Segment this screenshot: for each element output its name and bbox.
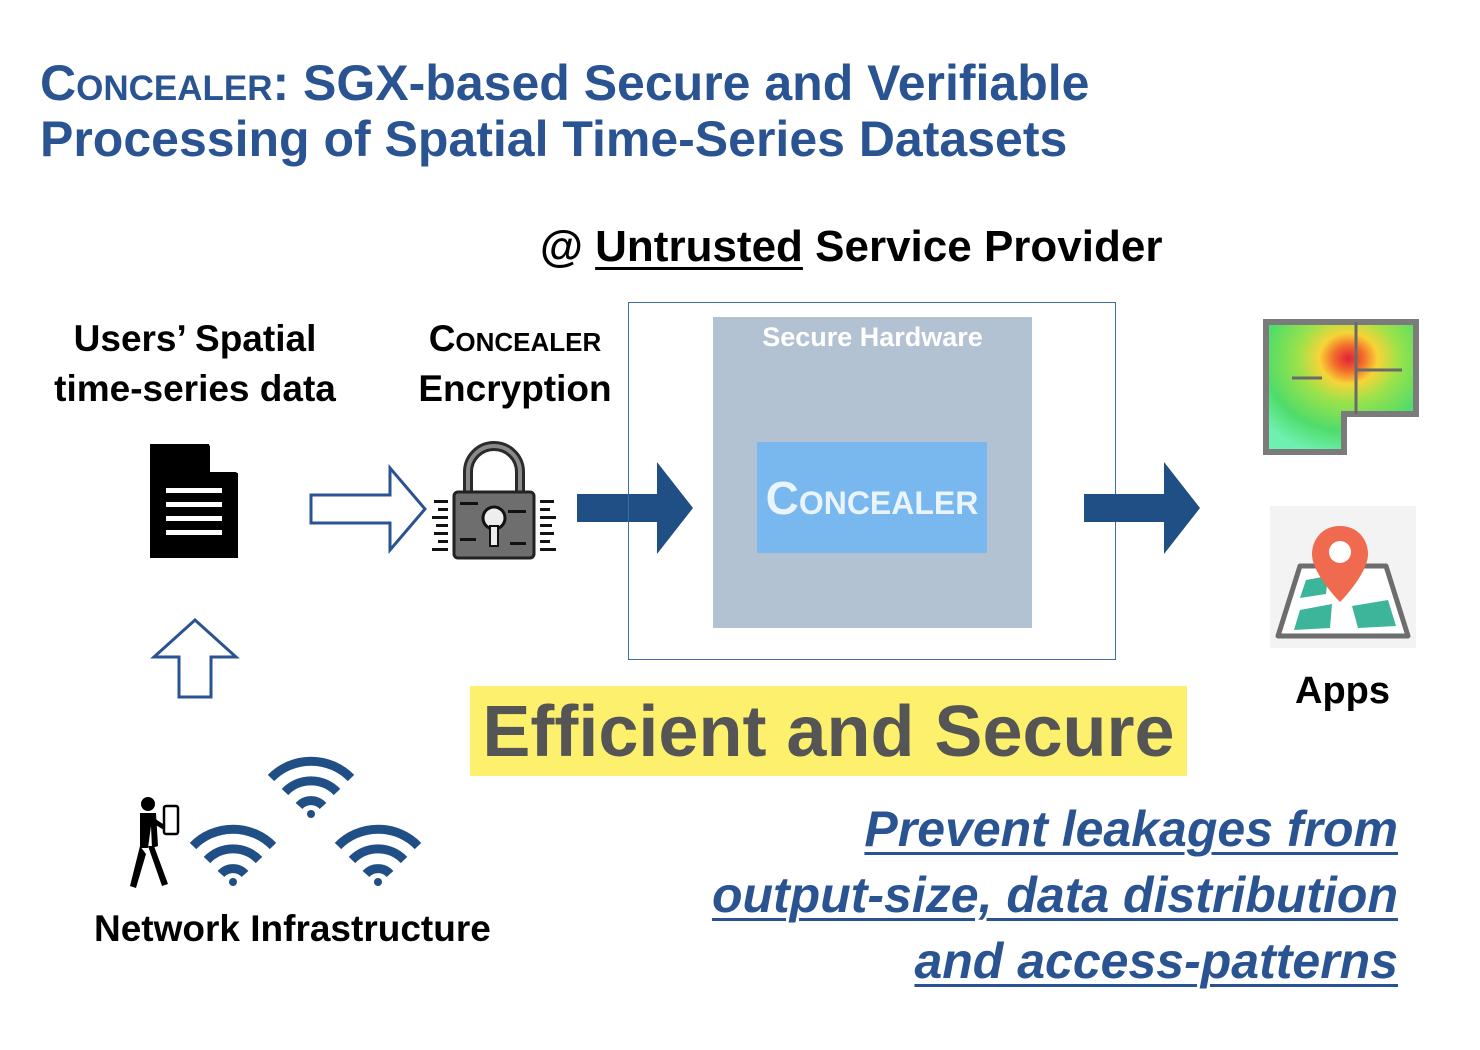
arrow-right-icon — [1084, 462, 1200, 554]
encryption-line2: Encryption — [418, 368, 612, 409]
network-infrastructure-label: Network Infrastructure — [94, 908, 491, 949]
leakage-line-1: Prevent leakages from — [864, 801, 1398, 857]
arrow-right-icon — [577, 462, 693, 554]
leakage-statement: Prevent leakages from output-size, data … — [712, 796, 1398, 994]
title-line1: : SGX-based Secure and Verifiable — [272, 55, 1090, 111]
title-line2: Processing of Spatial Time-Series Datase… — [40, 111, 1068, 167]
leakage-line-2: output-size, data distribution — [711, 867, 1398, 923]
wifi-icon — [267, 756, 355, 818]
provider-prefix: @ — [540, 222, 596, 271]
provider-untrusted: Untrusted — [595, 222, 803, 271]
concealer-box: Concealer — [757, 442, 987, 553]
heatmap-icon — [1263, 319, 1419, 455]
provider-suffix: Service Provider — [802, 222, 1163, 271]
service-provider-box — [628, 302, 1116, 660]
efficient-secure-banner: Efficient and Secure — [470, 686, 1187, 776]
apps-label: Apps — [1295, 670, 1390, 712]
arrow-up-icon — [150, 617, 240, 699]
users-data-label: Users’ Spatial time-series data — [30, 314, 360, 414]
title-brand: Concealer — [40, 55, 273, 111]
wifi-icon — [334, 824, 422, 886]
page-title: Concealer: SGX-based Secure and Verifiab… — [40, 55, 1340, 167]
lock-icon — [432, 441, 556, 560]
map-pin-icon — [1270, 506, 1416, 648]
users-data-line2: time-series data — [54, 368, 336, 409]
users-data-line1: Users’ Spatial — [73, 318, 317, 359]
encryption-label: Concealer Encryption — [405, 314, 625, 414]
secure-hardware-label: Secure Hardware — [762, 322, 983, 352]
arrow-right-icon — [309, 464, 427, 554]
provider-heading: @ Untrusted Service Provider — [540, 222, 1162, 272]
wifi-icon — [189, 824, 277, 886]
document-icon — [150, 444, 238, 558]
encryption-brand: Concealer — [428, 318, 602, 359]
person-phone-icon — [130, 797, 180, 888]
leakage-line-3: and access-patterns — [914, 933, 1398, 989]
